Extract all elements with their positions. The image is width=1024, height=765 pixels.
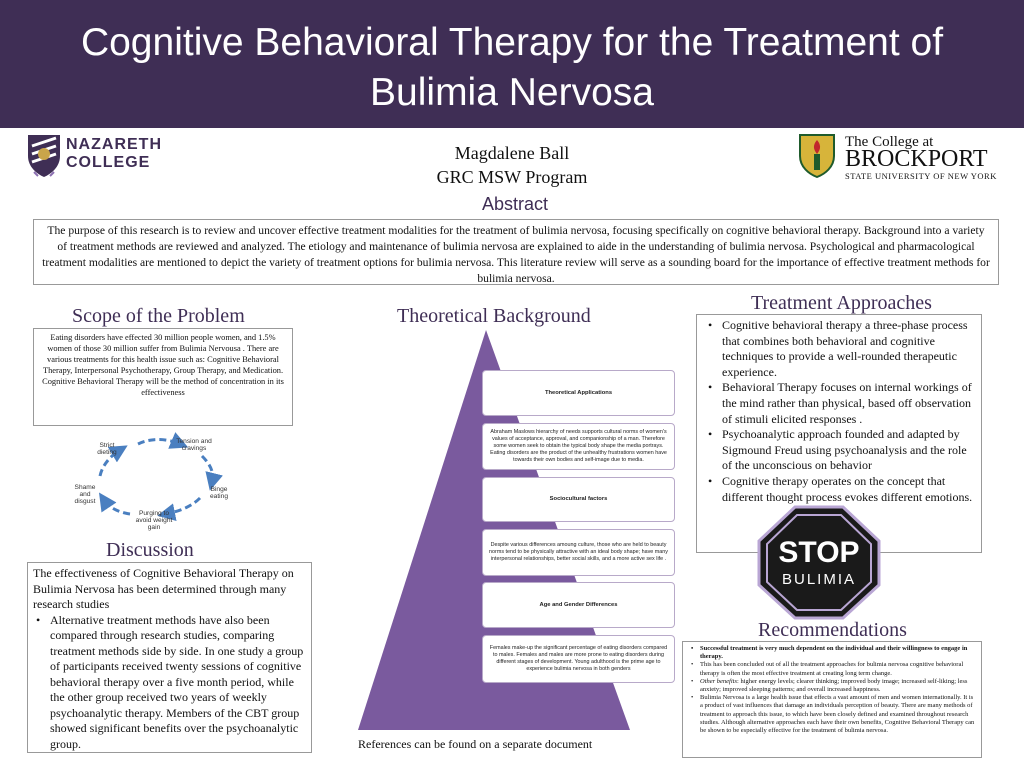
rec-bullet-1: Successful treatment is very much depend… <box>689 645 975 661</box>
stop-sign-line-2: BULIMIA <box>782 571 856 588</box>
rec-bullet-4-text: Bulimia Nervosa is a large health issue … <box>700 694 975 735</box>
treatment-bullet-2: Behavioral Therapy focuses on internal w… <box>703 380 975 427</box>
logo-left-line-2: COLLEGE <box>66 154 151 171</box>
recommendations-heading: Recommendations <box>758 619 907 641</box>
rec-bullet-2: This has been concluded out of all the t… <box>689 661 975 677</box>
stop-bulimia-sign: STOP BULIMIA <box>757 505 881 620</box>
theory-card-1: Theoretical Applications <box>482 370 675 416</box>
treatment-bullet-1: Cognitive behavioral therapy a three-pha… <box>703 318 975 380</box>
nazareth-college-logo: NAZARETH COLLEGE <box>26 132 176 178</box>
theory-card-2: Abraham Maslows hierarchy of needs suppo… <box>482 423 675 470</box>
theory-card-4: Despite various differences amoung cultu… <box>482 529 675 576</box>
theory-card-6: Females make-up the significant percenta… <box>482 635 675 683</box>
treatment-box: Cognitive behavioral therapy a three-pha… <box>696 314 982 553</box>
title-line-1: Cognitive Behavioral Therapy for the Tre… <box>80 21 944 64</box>
stop-sign-line-1: STOP <box>778 536 859 569</box>
scope-heading: Scope of the Problem <box>72 305 245 327</box>
logo-right-line-1: The College at <box>845 134 934 150</box>
abstract-text: The purpose of this research is to revie… <box>33 219 999 285</box>
discussion-bullet: Alternative treatment methods have also … <box>33 613 306 753</box>
rec-bullet-3-label: Other benefits <box>700 677 738 685</box>
discussion-box: The effectiveness of Cognitive Behaviora… <box>27 562 312 753</box>
author-program: GRC MSW Program <box>436 167 588 187</box>
logo-left-line-1: NAZARETH <box>66 136 162 153</box>
title-banner: Cognitive Behavioral Therapy for the Tre… <box>0 0 1024 128</box>
cycle-label-binge: Binge eating <box>210 486 228 500</box>
rec-bullet-4: Bulimia Nervosa is a large health issue … <box>689 694 975 735</box>
rec-bullet-3-text: : higher energy levels; clearer thinking… <box>700 677 968 694</box>
discussion-intro: The effectiveness of Cognitive Behaviora… <box>33 566 294 611</box>
theory-card-5: Age and Gender Differences <box>482 582 675 628</box>
treatment-bullet-4: Cognitive therapy operates on the concep… <box>703 474 975 505</box>
discussion-heading: Discussion <box>106 539 194 561</box>
torch-crest-icon <box>799 134 835 178</box>
cycle-label-dieting: Strict dieting <box>97 442 117 456</box>
title-line-2: Bulimia Nervosa <box>370 71 654 114</box>
cycle-label-tension: Tension and cravings <box>176 438 212 452</box>
cycle-label-shame: Shame and disgust <box>74 484 96 505</box>
logo-right-line-2: BROCKPORT <box>845 146 988 172</box>
brockport-logo: The College at BROCKPORT STATE UNIVERSIT… <box>797 132 997 182</box>
treatment-heading: Treatment Approaches <box>751 292 932 314</box>
theory-card-3: Sociocultural factors <box>482 477 675 522</box>
rec-bullet-2-text: This has been concluded out of all the t… <box>700 661 964 677</box>
logo-right-line-3: STATE UNIVERSITY OF NEW YORK <box>845 171 997 181</box>
treatment-bullet-3: Psychoanalytic approach founded and adap… <box>703 427 975 474</box>
cycle-label-purging: Purging to avoid weight gain <box>135 510 173 531</box>
scope-text: Eating disorders have effected 30 millio… <box>33 328 293 426</box>
rec-bullet-3: Other benefits: higher energy levels; cl… <box>689 678 975 694</box>
references-note: References can be found on a separate do… <box>358 737 593 751</box>
author-name: Magdalene Ball <box>454 143 570 163</box>
abstract-heading: Abstract <box>481 194 549 214</box>
nazareth-shield-icon <box>28 135 60 177</box>
poster-title: Cognitive Behavioral Therapy for the Tre… <box>0 18 1024 118</box>
recommendations-box: Successful treatment is very much depend… <box>682 641 982 758</box>
bulimia-cycle-diagram: Tension and cravings Binge eating Purgin… <box>70 432 238 534</box>
cycle-arrows <box>98 432 223 522</box>
theory-heading: Theoretical Background <box>397 305 591 327</box>
